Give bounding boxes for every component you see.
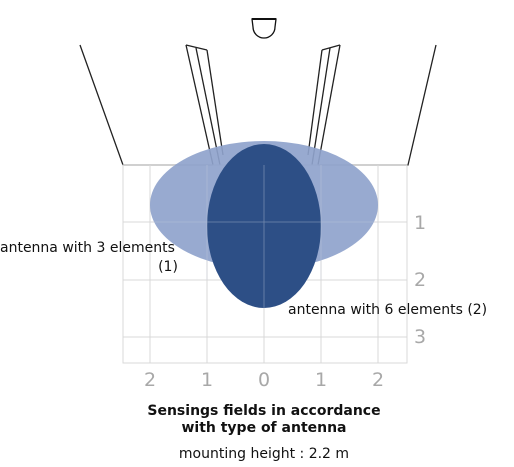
label-antenna-6-elements: antenna with 6 elements (2) <box>288 302 487 318</box>
width-scale-center-0: 0 <box>258 369 270 391</box>
width-scale-left-1: 1 <box>201 369 213 391</box>
depth-scale-1: 1 <box>414 212 426 234</box>
width-scale-left-2: 2 <box>144 369 156 391</box>
caption-line2: with type of antenna <box>181 420 346 436</box>
caption-line1: Sensings fields in accordance <box>147 403 380 419</box>
label-antenna-3-elements-line2: (1) <box>158 259 178 275</box>
caption-mounting-height: mounting height : 2.2 m <box>179 446 349 462</box>
depth-scale-3: 3 <box>414 326 426 348</box>
field-6-elements <box>207 144 321 308</box>
label-antenna-3-elements-line1: antenna with 3 elements <box>0 240 175 256</box>
width-scale-right-2: 2 <box>372 369 384 391</box>
depth-scale-2: 2 <box>414 269 426 291</box>
door-outline <box>79 44 437 166</box>
sensor-dome-icon <box>251 18 277 39</box>
width-scale-right-1: 1 <box>315 369 327 391</box>
